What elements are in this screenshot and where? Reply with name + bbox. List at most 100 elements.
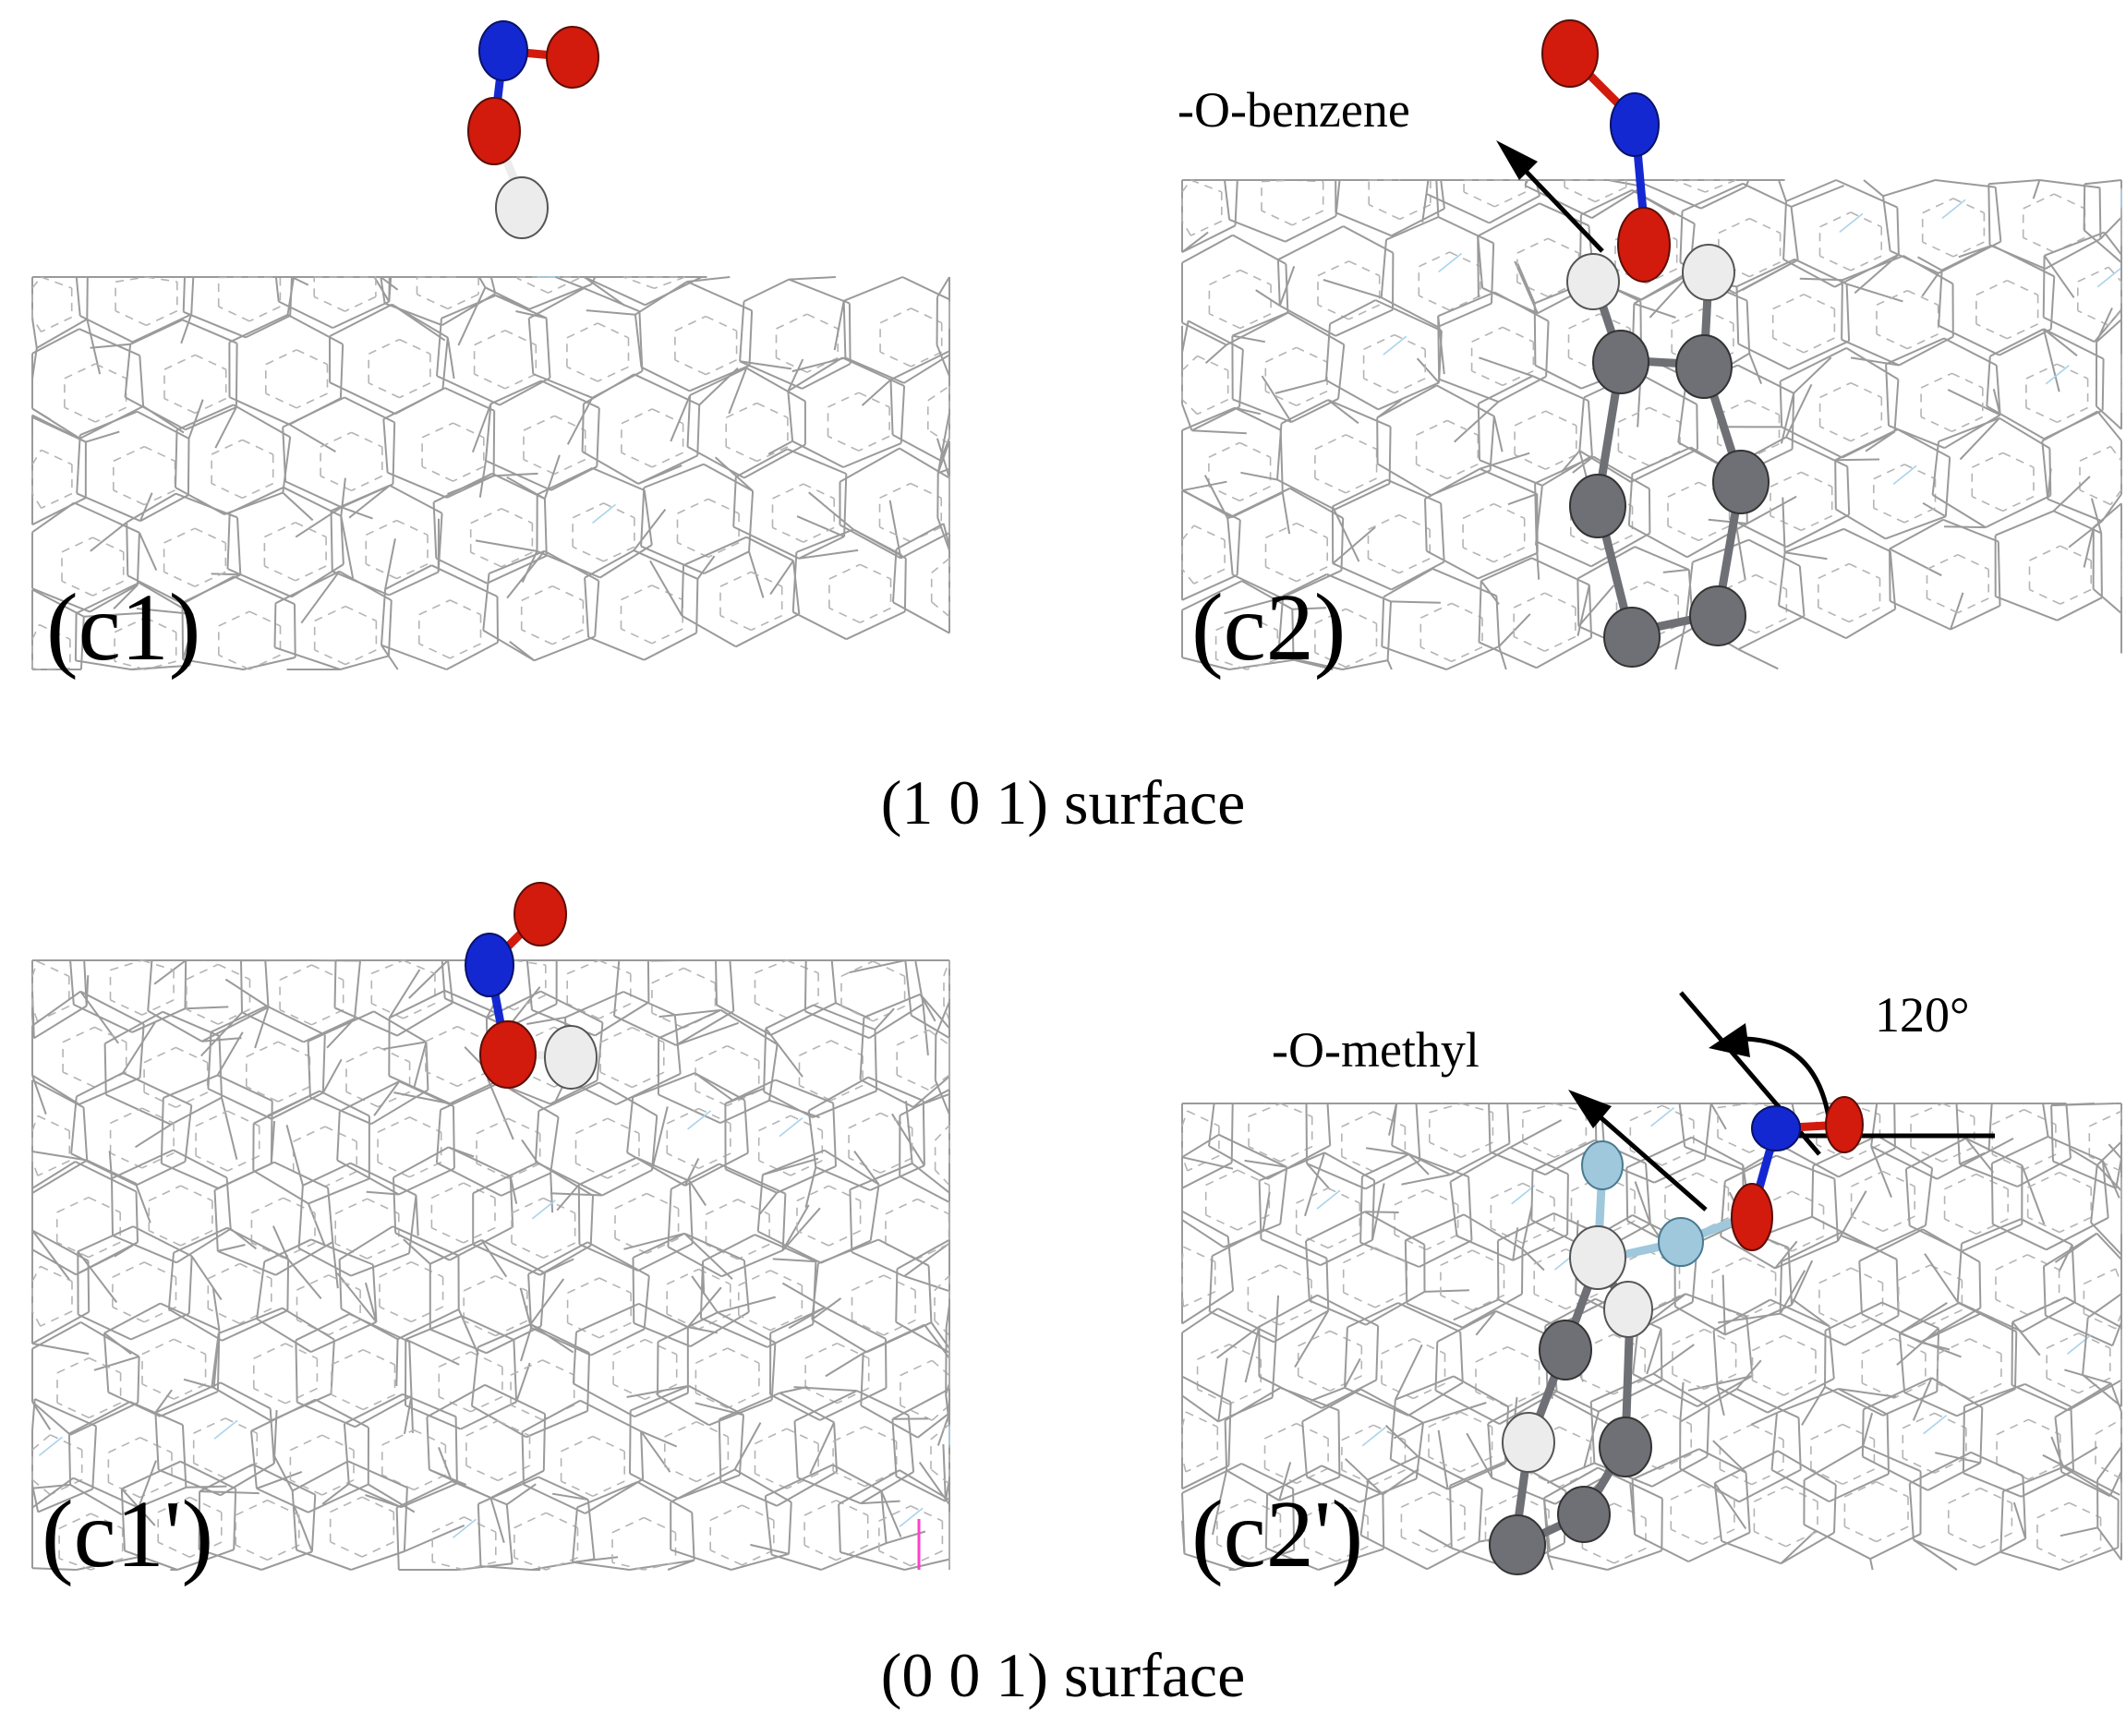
lattice-bond [698, 1107, 731, 1125]
lattice-bond [1785, 179, 1837, 202]
lattice-bond [1292, 1489, 1296, 1550]
lattice-bond [319, 1090, 370, 1117]
lattice-bond [1274, 379, 1327, 394]
lattice-bond [1216, 1325, 1260, 1359]
lattice-bond [1747, 442, 1780, 460]
lattice-bond [1365, 1147, 1409, 1155]
lattice-bond [787, 358, 804, 392]
lattice-bond [614, 1237, 647, 1255]
lattice-bond [927, 385, 950, 402]
lattice-bond [1986, 356, 1991, 406]
lattice-bond [707, 498, 740, 514]
lattice-bond [175, 1091, 209, 1108]
lattice-bond [530, 1323, 590, 1354]
lattice-bond [300, 571, 341, 624]
lattice-bond [651, 1106, 669, 1171]
lattice-bond [658, 1093, 721, 1125]
lattice-bond [879, 482, 912, 500]
lattice-bond [548, 277, 580, 294]
lattice-bond [2062, 1446, 2098, 1468]
lattice-bond [2047, 468, 2052, 500]
lattice-bond [1898, 1332, 1906, 1393]
lattice-bond [218, 1307, 284, 1334]
hydrogen-atom [1603, 1281, 1653, 1338]
lattice-bond [1941, 244, 1993, 271]
lattice-bond [50, 1434, 83, 1451]
lattice-bond [1646, 1328, 1662, 1375]
lattice-bond [1702, 1483, 1735, 1501]
lattice-bond [2090, 1222, 2122, 1256]
lattice-bond [76, 1555, 141, 1571]
lattice-bond [250, 1430, 258, 1489]
lattice-bond [942, 523, 950, 548]
lattice-bond [286, 276, 296, 316]
lattice-bond [522, 1071, 555, 1088]
lattice-bond [108, 1437, 141, 1453]
lattice-bond [1296, 346, 1328, 363]
lattice-bond [1426, 549, 1479, 580]
lattice-bond [539, 990, 603, 1024]
lattice-bond [1509, 1119, 1563, 1149]
lattice-bond [899, 1507, 924, 1527]
lattice-bond [1521, 1248, 1545, 1272]
lattice-bond [176, 404, 235, 431]
lattice-bond [534, 1111, 540, 1163]
lattice-bond [2011, 1296, 2066, 1323]
lattice-bond [1825, 1301, 1883, 1332]
lattice-bond [1850, 381, 1882, 399]
lattice-bond [715, 959, 718, 1006]
lattice-bond [1453, 1375, 1509, 1408]
lattice-bond [1285, 215, 1336, 243]
lattice-bond [1782, 497, 1786, 553]
lattice-bond [2011, 1321, 2013, 1386]
lattice-bond [1772, 294, 1805, 310]
lattice-bond [1595, 186, 1627, 203]
lattice-bond [297, 1185, 304, 1248]
lattice-bond [355, 1394, 412, 1429]
lattice-bond [2043, 328, 2078, 356]
lattice-bond [2084, 179, 2122, 186]
lattice-bond [796, 1230, 829, 1247]
lattice-bond [91, 1513, 124, 1530]
lattice-bond [2022, 1476, 2027, 1539]
lattice-bond [2083, 184, 2086, 231]
lattice-bond [1348, 260, 1381, 277]
lattice-bond [694, 1072, 735, 1103]
lattice-bond [1185, 1411, 1218, 1429]
lattice-bond [233, 575, 296, 606]
lattice-bond [1938, 324, 2000, 356]
lattice-bond [891, 1113, 925, 1166]
lattice-bond [1834, 428, 1899, 462]
lattice-bond [1332, 478, 1388, 508]
lattice-bond [56, 1356, 90, 1374]
lattice-bond [1842, 255, 1904, 282]
lattice-bond [293, 1504, 313, 1552]
lattice-bond [1181, 1456, 1187, 1473]
lattice-bond [928, 1029, 950, 1046]
lattice-bond [1490, 1151, 1546, 1176]
lattice-bond [1948, 1487, 1981, 1504]
lattice-bond [1478, 1489, 1483, 1542]
lattice-bond [1545, 453, 1577, 470]
lattice-bond [1561, 450, 1581, 473]
lattice-bond [141, 999, 175, 1016]
lattice-bond [1882, 196, 1891, 251]
lattice-bond [129, 319, 184, 345]
annotation-angle-120: 120° [1875, 987, 1970, 1043]
lattice-bond [586, 309, 635, 316]
lattice-bond [1745, 1472, 1751, 1533]
lattice-bond [183, 1378, 214, 1389]
lattice-bond [1264, 1422, 1298, 1440]
lattice-bond [878, 1505, 912, 1522]
lattice-bond [1394, 1188, 1427, 1206]
lattice-bond [1909, 1451, 1972, 1485]
lattice-bond [260, 1550, 313, 1571]
lattice-bond [718, 1419, 722, 1482]
lattice-bond [398, 1167, 455, 1196]
lattice-bond [1209, 313, 1241, 330]
lattice-bond [1449, 1485, 1453, 1549]
hydrogen-atom [1502, 1412, 1555, 1473]
lattice-bond [344, 1392, 404, 1425]
lattice-bond [31, 1434, 51, 1451]
lattice-bond [2095, 1418, 2122, 1435]
